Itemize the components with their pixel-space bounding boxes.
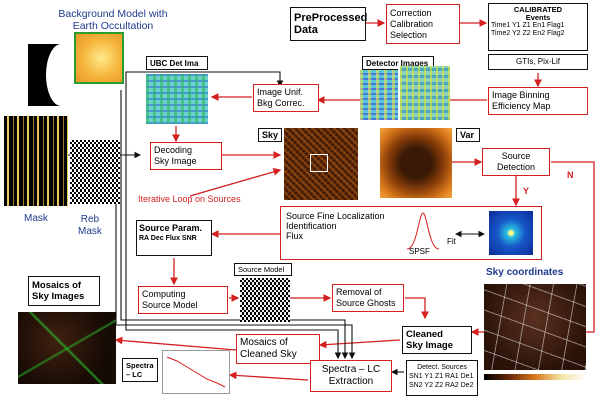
removal-ghosts-box: Removal of Source Ghosts (332, 284, 404, 312)
no-branch-label: N (567, 170, 574, 180)
detector-image-2 (398, 66, 450, 120)
source-param-columns: RA Dec Flux SNR (139, 235, 197, 242)
yes-branch-label: Y (523, 186, 530, 196)
reb-mask-image (70, 140, 120, 204)
detect-row-2: SN2 Y2 Z2 RA2 De2 (409, 382, 474, 389)
sky-label: Sky (258, 128, 282, 142)
ubc-det-ima-label: UBC Det Ima (146, 56, 208, 70)
iterative-loop-label: Iterative Loop on Sources (138, 194, 241, 204)
preprocessed-data-box: PreProcessed Data (290, 7, 367, 41)
mask-pattern-image (4, 116, 68, 206)
mosaic-sky-image (18, 312, 116, 384)
spsf-curve (406, 212, 440, 250)
source-model-label: Source Model (234, 263, 292, 276)
spsf-label: SPSF (409, 247, 430, 256)
fit-label: Fit (447, 237, 456, 246)
fit-image (489, 211, 533, 255)
spectra-lc-small-label: Spectra – LC (122, 358, 158, 382)
computing-source-model-box: Computing Source Model (138, 286, 228, 314)
mosaics-sky-images-label: Mosaics of Sky Images (28, 276, 100, 306)
source-detection-box: Source Detection (482, 148, 550, 176)
spectra-lc-extraction-box: Spectra – LC Extraction (310, 360, 392, 392)
sky-image (284, 128, 358, 200)
detect-sources-box: Detect. Sources SN1 Y1 Z1 RA1 De1 SN2 Y2… (406, 360, 478, 396)
source-param-box: Source Param. RA Dec Flux SNR (136, 220, 212, 256)
cleaned-sky-image-label: Cleaned Sky Image (402, 326, 472, 354)
ubc-detector-image (146, 74, 208, 124)
var-label: Var (456, 128, 480, 142)
calibrated-events-box: CALIBRATED Events Time1 Y1 Z1 En1 Flag1 … (488, 3, 588, 51)
detect-sources-title: Detect. Sources (417, 364, 467, 371)
decoding-box: Decoding Sky Image (150, 142, 222, 170)
reb-mask-label: Reb Mask (78, 214, 102, 237)
var-image (380, 128, 452, 198)
sky-coordinates-image (484, 284, 586, 370)
gtis-box: GTIs, Pix-Lif (488, 54, 588, 70)
fine-localization-text: Source Fine Localization Identification … (286, 211, 385, 241)
sky-target-square (310, 154, 328, 172)
source-param-title: Source Param. (139, 223, 203, 233)
sky-coordinates-label: Sky coordinates (486, 267, 564, 278)
background-model-image (74, 32, 124, 84)
spectra-curve (166, 356, 226, 388)
calibrated-row-1: Time1 Y1 Z1 En1 Flag1 (491, 22, 565, 29)
correction-calibration-box: Correction Calibration Selection (386, 4, 460, 44)
mask-label: Mask (24, 213, 48, 224)
calibrated-row-2: Time2 Y2 Z2 En2 Flag2 (491, 30, 565, 37)
mask-black-image (28, 44, 76, 106)
spectra-plot (162, 350, 230, 394)
calibrated-title: CALIBRATED Events (513, 5, 563, 22)
background-model-title: Background Model with Earth Occultation (58, 8, 168, 32)
sky-colorbar (484, 374, 586, 380)
image-unif-box: Image Unif. Bkg Correc. (253, 84, 319, 112)
source-model-image (240, 278, 290, 322)
detect-row-1: SN1 Y1 Z1 RA1 De1 (409, 373, 474, 380)
binning-box: Image Binning Efficiency Map (488, 87, 588, 115)
fine-localization-box: Source Fine Localization Identification … (280, 206, 542, 260)
mosaics-cleaned-box: Mosaics of Cleaned Sky (236, 334, 320, 364)
